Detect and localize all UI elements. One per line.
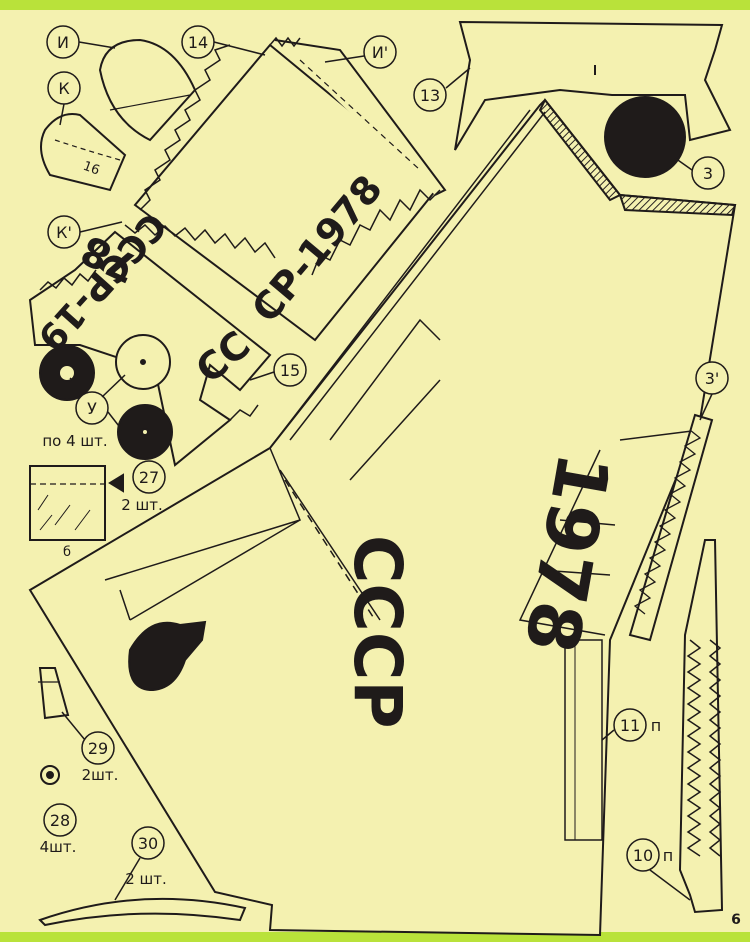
wing-edge-hatch [538,98,622,202]
part-30-shape [38,897,247,927]
part-13-shape [454,20,732,151]
bottom-edge-stripe [0,932,750,942]
label-29: 29 [88,739,108,758]
label-28: 28 [50,811,70,830]
qty-28: 4шт. [40,838,77,856]
part-14-zigzag-top [269,36,301,48]
wing-inner-lines [104,109,546,621]
part-29-shape [38,667,70,720]
landing-gear-blob [128,620,207,692]
label-I: И [57,33,69,52]
qty-30: 2 шт. [125,870,167,888]
decal-cccp-main: СССР [339,535,416,729]
part-K-shape [40,113,127,192]
qty-u: по 4 шт. [42,432,107,450]
part-3p-zigzag [633,429,702,615]
label-U: У [87,399,97,418]
part-I-shape [98,38,197,142]
label-10-suffix: п [663,846,673,865]
label-16: 16 [81,159,102,179]
wing-root-hatch [618,193,737,217]
part-3-disc [604,96,686,178]
label-10: 10 [633,846,653,865]
label-Ip: И' [372,43,388,62]
qty-27: 2 шт. [121,496,163,514]
label-3p: 3' [705,369,720,388]
label-3: 3 [703,164,713,183]
label-11: 11 [620,716,640,735]
label-11-suffix: п [651,716,661,735]
page-number: 6 [731,912,741,928]
part-11-strip [564,639,603,841]
label-13: 13 [420,86,440,105]
label-14: 14 [188,33,208,52]
label-b: б [63,545,71,560]
label-15: 15 [280,361,300,380]
part-Ip-flap [274,39,447,196]
label-30: 30 [138,834,158,853]
qty-29: 2шт. [82,766,119,784]
label-27: 27 [139,468,159,487]
part-labels [43,25,729,901]
part-27-arrow [108,473,124,493]
wing-left-zigzag [39,269,97,291]
wing-flap-lines [329,318,701,636]
part-10-zigzag [686,639,702,857]
top-edge-stripe [0,0,750,10]
label-K: К [58,79,70,98]
part-10-strip [678,539,724,914]
label-Kp: К' [56,223,72,242]
